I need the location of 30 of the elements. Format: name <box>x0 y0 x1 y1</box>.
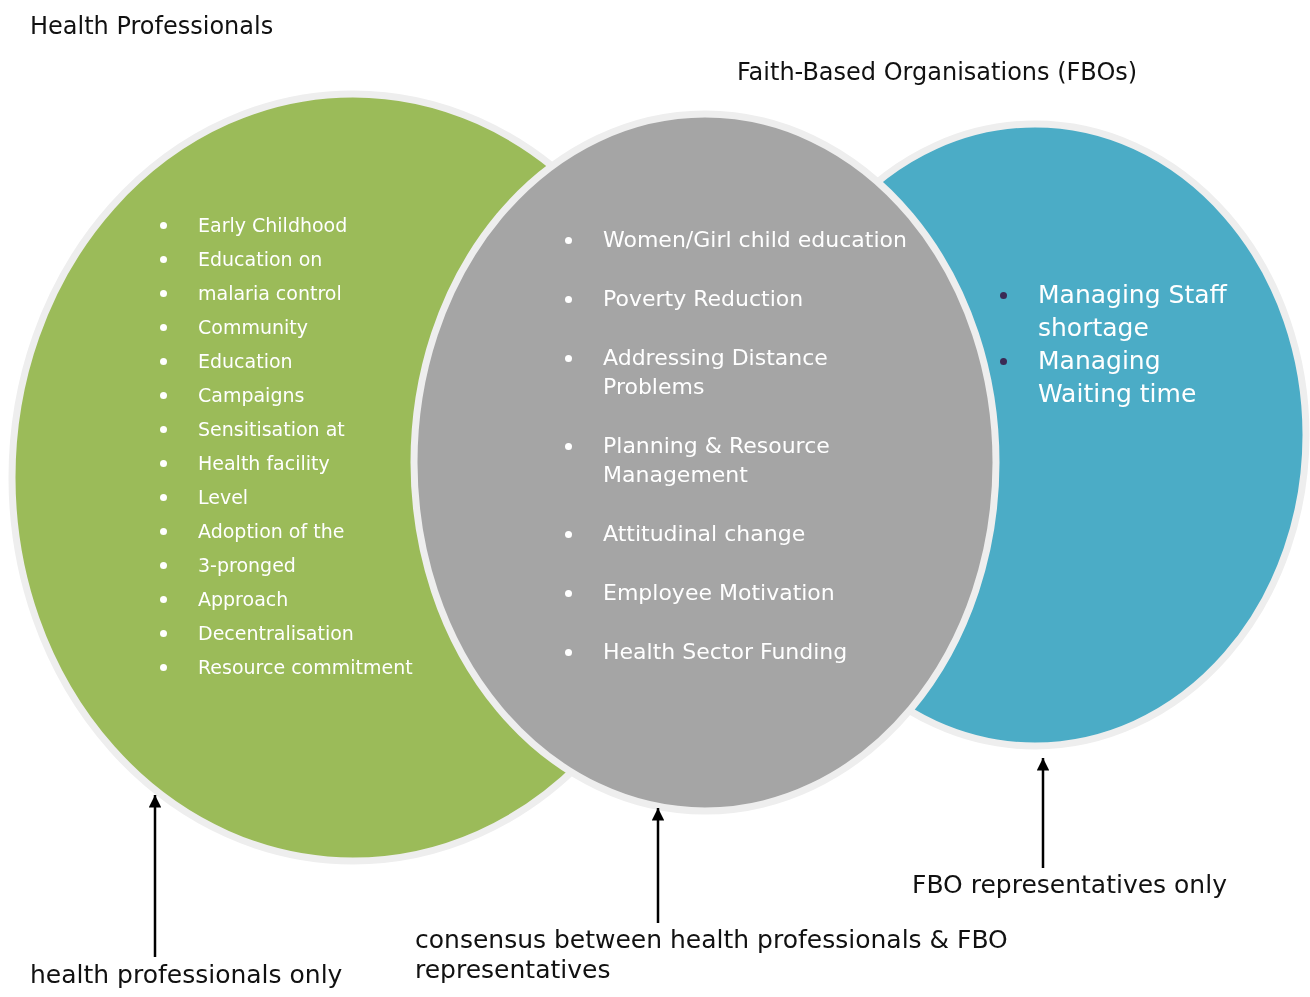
set-heading: Faith-Based Organisations (FBOs) <box>737 58 1138 86</box>
list-item: Sensitisation at <box>198 417 346 442</box>
list-item: Education <box>198 349 294 374</box>
list-item: Campaigns <box>198 383 306 408</box>
list-item: Approach <box>198 587 290 612</box>
list-item: Managing Waiting time <box>1038 345 1198 410</box>
list-item: Addressing Distance Problems <box>603 344 829 401</box>
arrow <box>148 795 162 957</box>
annotation-text: consensus between health professionals & FBO representatives <box>415 925 1035 985</box>
list-item: Employee Motivation <box>603 579 836 607</box>
list-item: Decentralisation <box>198 621 355 646</box>
list-item: Attitudinal change <box>603 520 807 548</box>
arrow <box>651 808 665 923</box>
list-item: Health facility <box>198 451 331 476</box>
annotation-text: FBO representatives only <box>912 870 1292 900</box>
list-item: Education on <box>198 247 324 272</box>
list-item: 3-pronged <box>198 553 297 578</box>
arrow <box>1036 758 1050 868</box>
list-item: Poverty Reduction <box>603 285 805 313</box>
list-item: Level <box>198 485 250 510</box>
list-item: malaria control <box>198 281 343 306</box>
list-item: Adoption of the <box>198 519 346 544</box>
list-item: Planning & Resource Management <box>603 432 831 489</box>
list-item: Health Sector Funding <box>603 638 849 666</box>
list-item: Community <box>198 315 309 340</box>
list-item: Managing Staff shortage <box>1038 279 1229 344</box>
list-item: Resource commitment <box>198 655 414 680</box>
list-item: Early Childhood <box>198 213 349 238</box>
set-heading: Health Professionals <box>30 12 274 40</box>
list-item: Women/Girl child education <box>603 226 908 254</box>
